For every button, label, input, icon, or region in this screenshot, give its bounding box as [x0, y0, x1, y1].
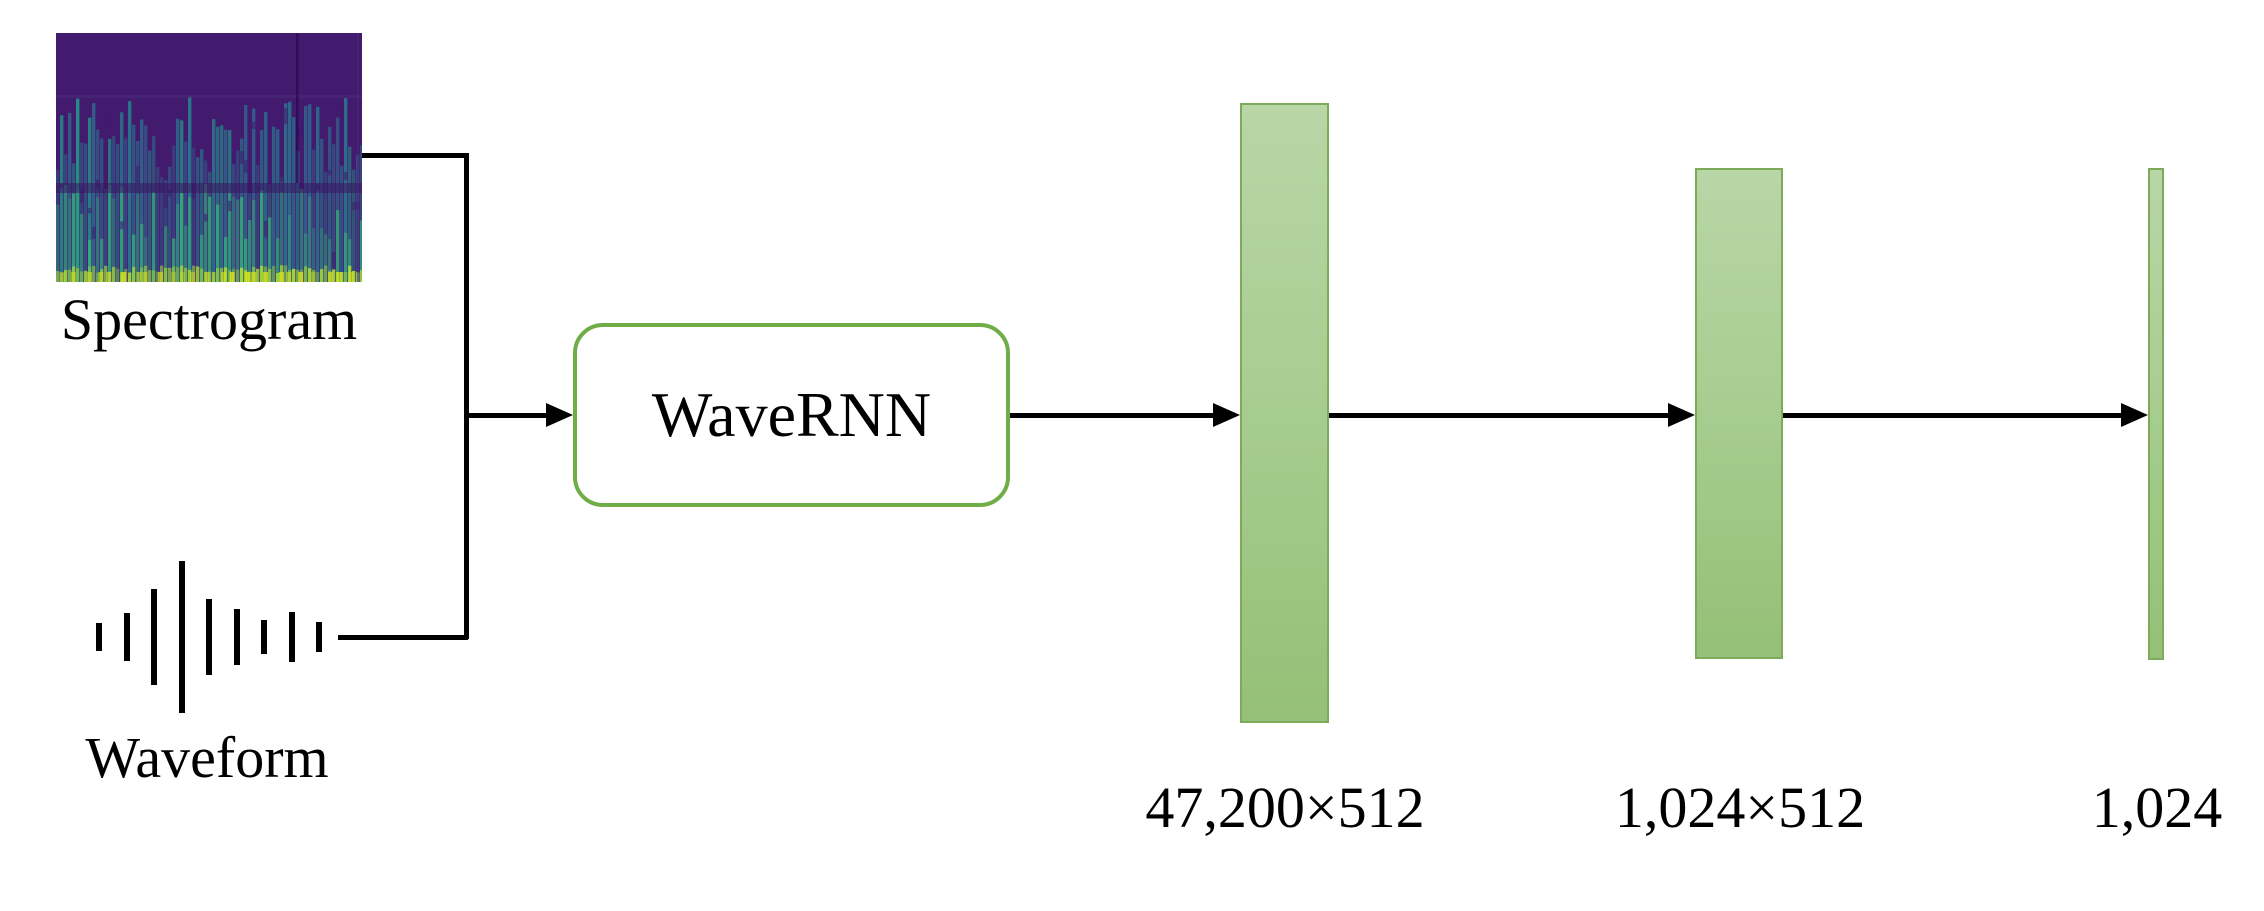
- arrow-tensor2-to-tensor3-line: [1783, 413, 2122, 418]
- wavernn-label: WaveRNN: [651, 379, 932, 450]
- tensor-bar-3: [2148, 168, 2164, 660]
- wavernn-box: WaveRNN: [573, 323, 1010, 507]
- arrow-tensor1-to-tensor2-line: [1329, 413, 1669, 418]
- arrow-tensor1-to-tensor2-head: [1668, 403, 1695, 427]
- waveform-bar: [316, 621, 322, 652]
- arrow-inputs-to-wavernn-line: [466, 413, 548, 418]
- tensor-bar-2: [1695, 168, 1783, 659]
- spectrogram-thumbnail: [56, 33, 362, 282]
- tensor-bar-1: [1240, 103, 1329, 723]
- waveform-bar: [261, 619, 267, 654]
- arrow-wavernn-to-tensor1-head: [1213, 403, 1240, 427]
- waveform-label: Waveform: [85, 725, 329, 790]
- input-junction-line: [464, 153, 469, 639]
- waveform-bar: [96, 622, 102, 651]
- tensor-label-2: 1,024×512: [1614, 775, 1866, 840]
- spectrogram-out-line: [362, 153, 468, 158]
- arrow-tensor2-to-tensor3-head: [2121, 403, 2148, 427]
- waveform-bar: [288, 611, 295, 662]
- waveform-bar: [123, 612, 130, 661]
- spectrogram-label: Spectrogram: [60, 287, 358, 352]
- waveform-bar: [206, 598, 212, 675]
- waveform-bar: [151, 588, 157, 685]
- waveform-icon: [96, 560, 322, 713]
- waveform-bar: [178, 560, 185, 713]
- waveform-out-line: [338, 635, 468, 640]
- arrow-inputs-to-wavernn-head: [546, 403, 573, 427]
- waveform-bar: [233, 608, 240, 665]
- tensor-label-3: 1,024: [2091, 775, 2223, 840]
- arrow-wavernn-to-tensor1-line: [1010, 413, 1214, 418]
- tensor-label-1: 47,200×512: [1145, 775, 1425, 840]
